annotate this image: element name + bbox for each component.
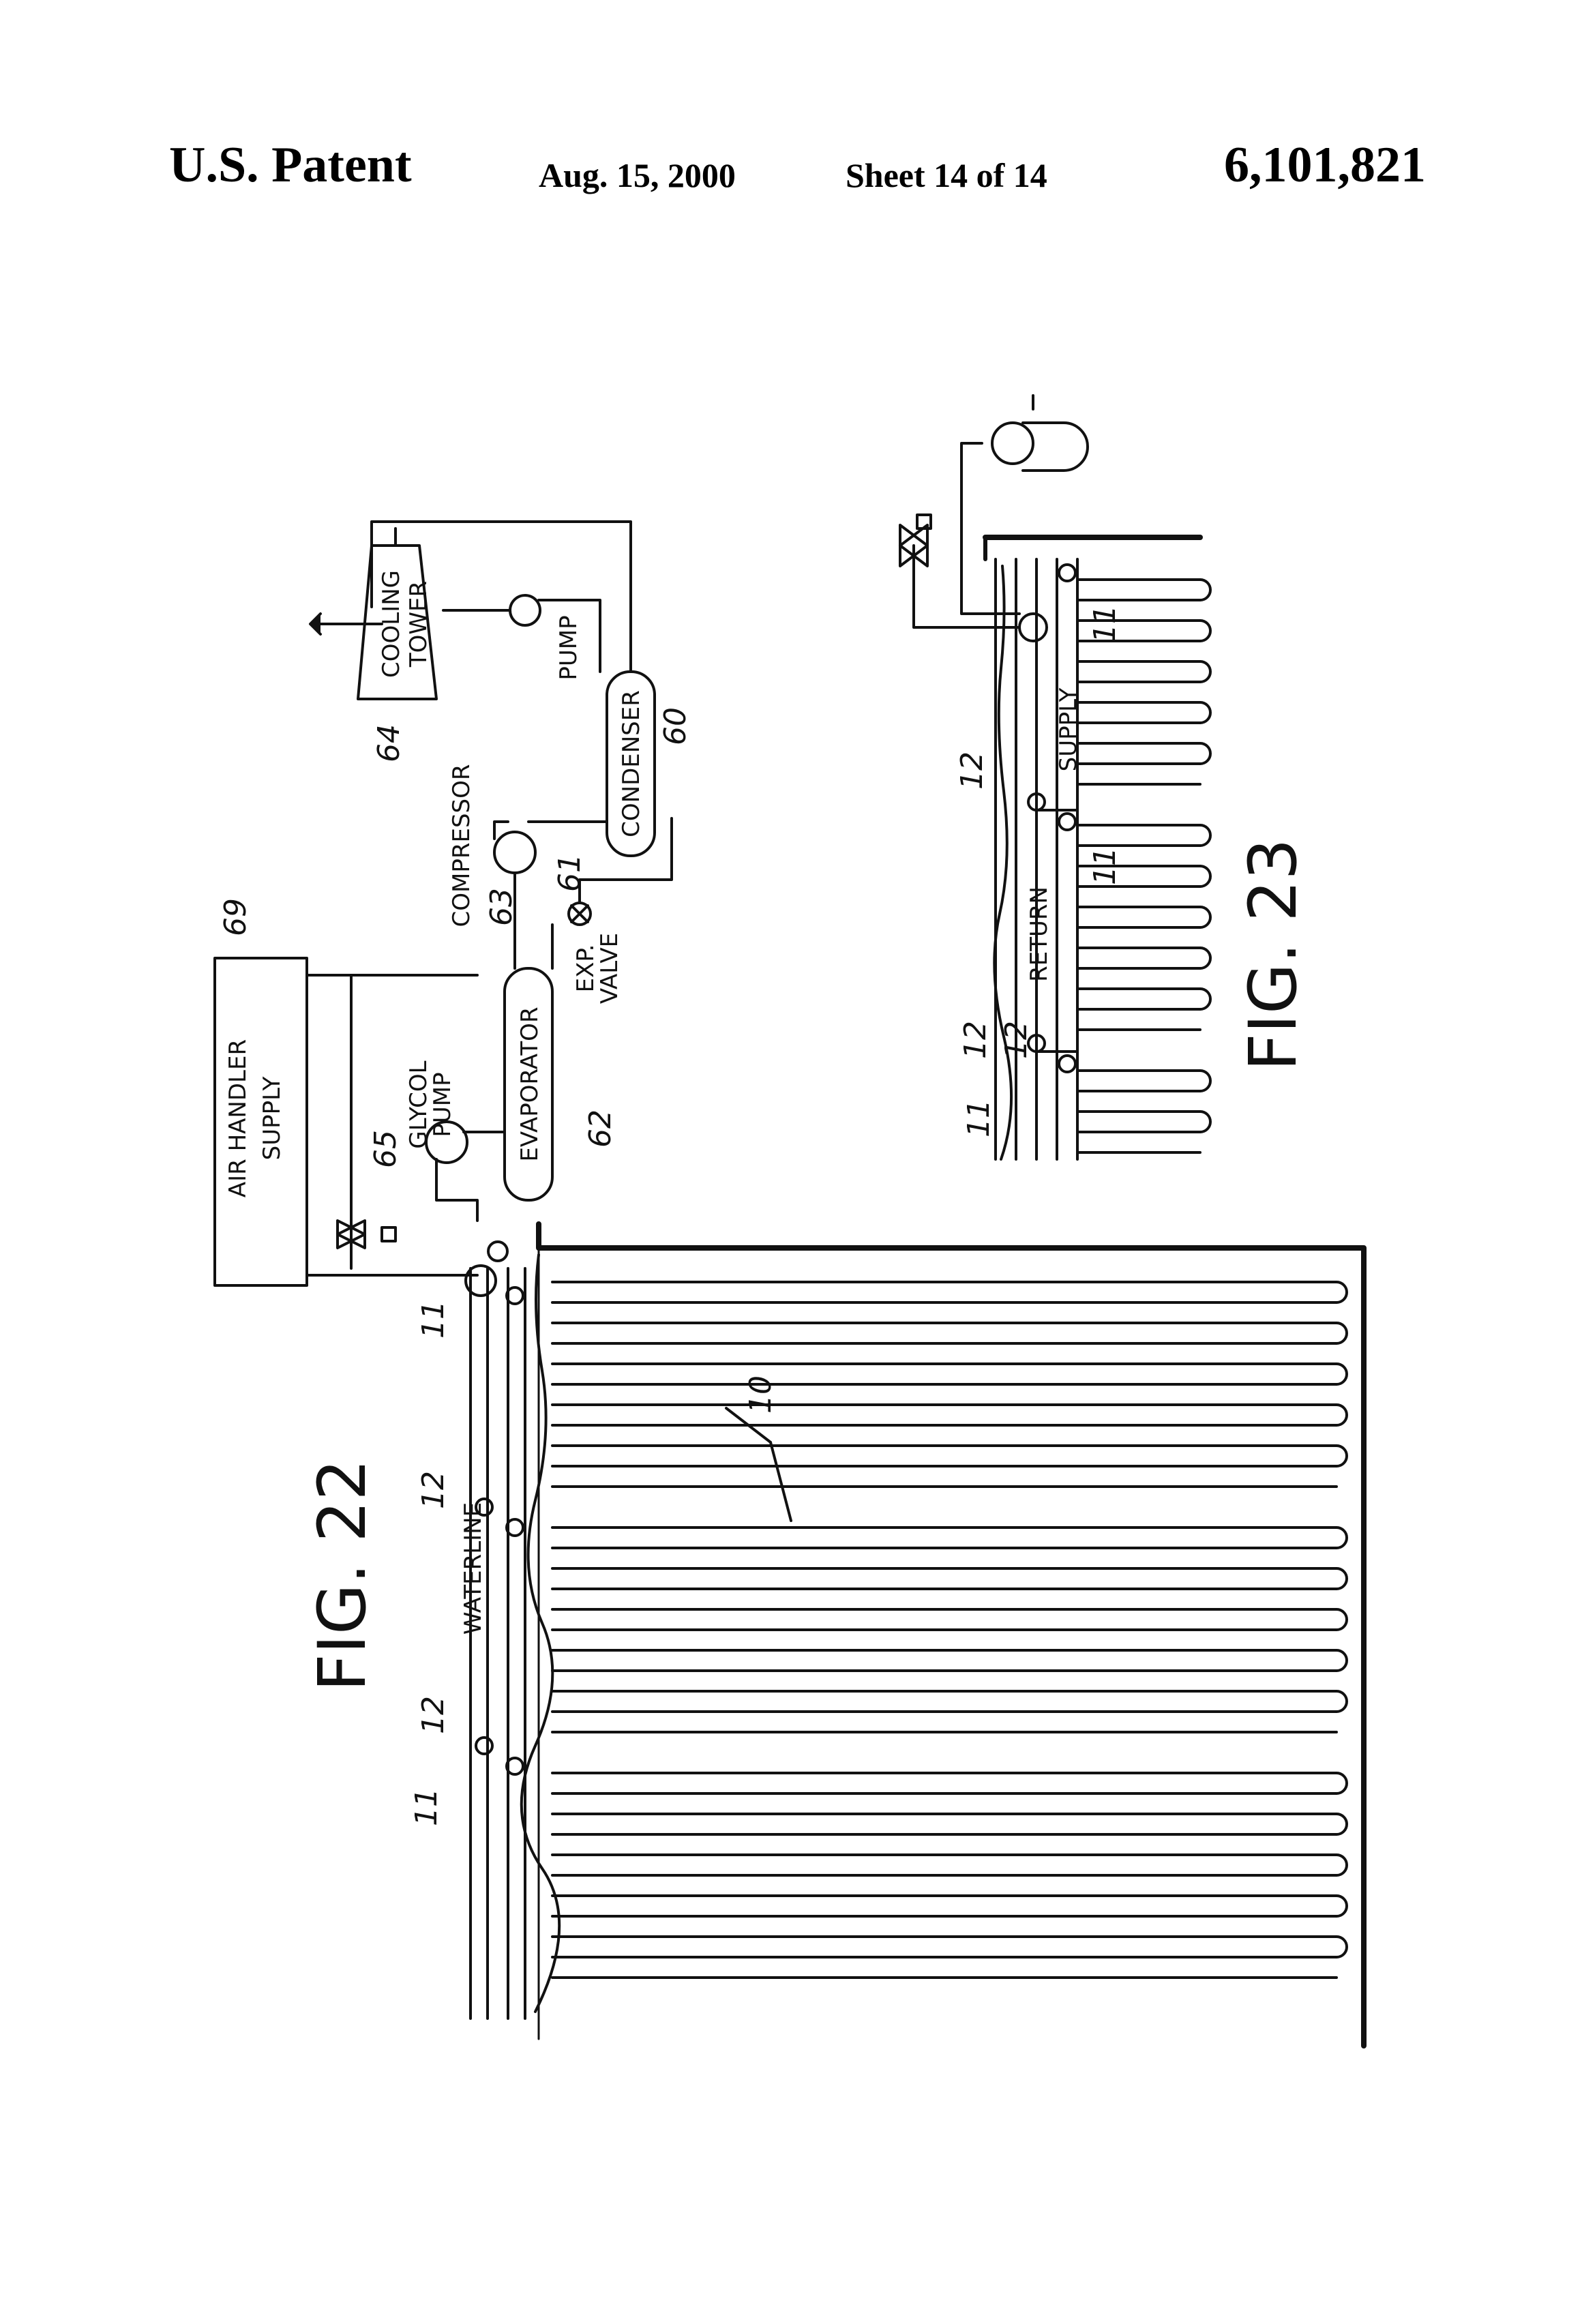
fig23-port — [1059, 814, 1075, 830]
numeral-11a: 11 — [416, 1300, 451, 1339]
fig22-coil-bends-2 — [1337, 1528, 1347, 1712]
exp-valve-label-1: EXP. — [572, 944, 599, 993]
numeral-12c: 12 — [955, 751, 989, 790]
numeral-12b: 12 — [416, 1696, 451, 1734]
expansion-valve-x — [571, 906, 588, 922]
evaporator-label: EVAPORATOR — [516, 1007, 543, 1161]
fig22-port — [476, 1738, 492, 1754]
air-handler-label-2: SUPPLY — [258, 1076, 286, 1160]
numeral-60: 60 — [658, 707, 693, 745]
numeral-63: 63 — [484, 888, 519, 926]
compressor-icon — [494, 832, 535, 873]
fig23-coil-bends — [1200, 580, 1210, 1132]
numeral-12e: 12 — [958, 1021, 993, 1059]
cooling-tower-label-1: COOLING — [378, 570, 405, 678]
glycol-label-1: GLYCOL — [405, 1060, 432, 1148]
tower-pump-icon — [510, 595, 540, 625]
glycol-label-2: PUMP — [429, 1072, 456, 1137]
fig22-coil-bends-3 — [1337, 1773, 1347, 1957]
air-handler-valve-actuator — [382, 1227, 395, 1241]
air-handler-label-1: AIR HANDLER — [224, 1039, 252, 1197]
text-labels: AIR HANDLER SUPPLY GLYCOL PUMP EVAPORATO… — [218, 570, 1311, 1826]
pump-label: PUMP — [555, 615, 582, 680]
numeral-12d: 12 — [999, 1021, 1034, 1059]
fig22-coil-block-1 — [552, 1282, 1337, 1487]
fig22-coil-bends-1 — [1337, 1282, 1347, 1466]
glycol-pump-outlet — [436, 1159, 477, 1221]
numeral-69: 69 — [218, 898, 253, 936]
fig23-group — [900, 396, 1210, 1159]
fig23-port — [1059, 1056, 1075, 1072]
numeral-11c: 11 — [1088, 605, 1122, 643]
fig23-label: FIG. 23 — [1235, 838, 1311, 1071]
fig22-group — [466, 1224, 1364, 2046]
fig23-pump-icon — [992, 423, 1033, 464]
fig23-return-label: RETURN — [1026, 887, 1053, 982]
fig23-waterline — [994, 566, 1011, 1159]
waterline-label: WATERLINE — [460, 1502, 487, 1635]
condenser-label: CONDENSER — [618, 690, 645, 837]
fig23-coil-block-3 — [1077, 1071, 1200, 1152]
numeral-11d: 11 — [1088, 847, 1122, 885]
numeral-11b: 11 — [409, 1788, 444, 1826]
numeral-11e: 11 — [961, 1099, 996, 1137]
fig22-waterline — [522, 1255, 559, 2012]
refrigeration-group — [215, 522, 672, 1285]
fig22-tank-outline — [539, 1224, 1364, 2046]
fig22-coil-block-2 — [552, 1528, 1337, 1732]
fig22-manifold-top — [488, 1242, 507, 1261]
numeral-10: 10 — [743, 1375, 778, 1414]
numeral-62: 62 — [583, 1109, 618, 1148]
fig22-label: FIG. 22 — [304, 1459, 380, 1691]
tower-exhaust-arrow-icon — [310, 614, 320, 634]
fig23-supply-label: SUPPLY — [1055, 687, 1082, 771]
fig23-supply-manifold — [1019, 614, 1047, 641]
numeral-12a: 12 — [416, 1471, 451, 1509]
cooling-tower-label-2: TOWER — [405, 581, 432, 668]
fig23-port — [1059, 565, 1075, 581]
numeral-65: 65 — [368, 1130, 403, 1168]
fig22-coil-block-3 — [552, 1773, 1337, 1978]
numeral-61: 61 — [552, 854, 587, 892]
numeral-64: 64 — [372, 724, 406, 762]
label-10-leader-2 — [771, 1442, 791, 1521]
compressor-label: COMPRESSOR — [448, 764, 475, 927]
exp-valve-label-2: VALVE — [596, 933, 623, 1004]
